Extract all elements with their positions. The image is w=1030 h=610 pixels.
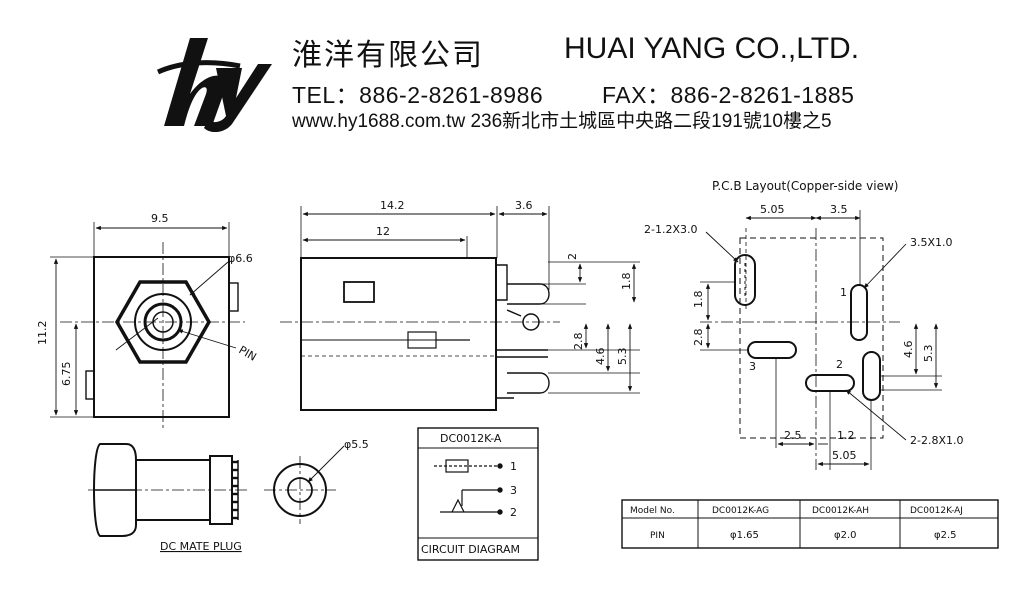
dim-front-hole: φ6.6 — [228, 252, 253, 265]
pcb-dim-1-8: 1.8 — [692, 291, 705, 309]
front-pin-label: PIN — [237, 343, 259, 363]
pcb-dim-2-8: 2.8 — [692, 329, 705, 347]
dim-side-pin-extent: 3.6 — [515, 199, 533, 212]
pcb-dim-5-05-bottom: 5.05 — [832, 449, 857, 462]
circuit-diagram-box — [417, 427, 539, 561]
website-address: www.hy1688.com.tw 236新北市土城區中央路二段191號10樓之… — [292, 111, 832, 132]
pcb-pin-2: 2 — [836, 358, 843, 371]
pcb-dim-4-6: 4.6 — [902, 341, 915, 359]
pcb-dim-5-3: 5.3 — [922, 345, 935, 363]
circuit-pin-3: 3 — [510, 484, 517, 497]
side-view — [280, 206, 640, 411]
model-table-grid — [621, 499, 999, 549]
dim-side-4-6: 4.6 — [594, 348, 607, 366]
dim-front-center: 6.75 — [60, 362, 73, 387]
fax: FAX：886-2-8261-1885 — [602, 82, 855, 108]
dim-side-5-3: 5.3 — [616, 348, 629, 366]
circuit-pin-2: 2 — [510, 506, 517, 519]
pcb-dim-1-2: 1.2 — [837, 429, 855, 442]
pcb-pin-1: 1 — [840, 286, 847, 299]
table-cell-ah: φ2.0 — [834, 530, 857, 541]
pcb-slot-label-right: 3.5X1.0 — [910, 236, 953, 249]
dc-mate-plug — [88, 443, 345, 537]
table-header-model: Model No. — [630, 506, 675, 516]
pcb-slot-label-bottom: 2-2.8X1.0 — [910, 434, 964, 447]
table-header-ah: DC0012K-AH — [812, 506, 869, 516]
dim-front-height: 11.2 — [36, 321, 49, 346]
pcb-title: P.C.B Layout(Copper-side view) — [712, 179, 898, 193]
circuit-pin-1: 1 — [510, 460, 517, 473]
dim-side-2-8: 2.8 — [572, 333, 585, 351]
pcb-dim-3-5-top: 3.5 — [830, 203, 848, 216]
circuit-caption: CIRCUIT DIAGRAM — [421, 543, 520, 556]
dim-front-width: 9.5 — [151, 212, 169, 225]
table-header-ag: DC0012K-AG — [712, 506, 769, 516]
front-view — [50, 222, 245, 430]
plug-caption: DC MATE PLUG — [160, 540, 242, 553]
dim-side-2: 2 — [566, 253, 579, 260]
table-cell-pin-label: PIN — [650, 531, 665, 541]
dim-side-body: 12 — [376, 225, 390, 238]
pcb-layout — [700, 210, 942, 470]
pcb-slot-label-left: 2-1.2X3.0 — [644, 223, 698, 236]
dim-side-1-8: 1.8 — [620, 273, 633, 291]
company-logo — [156, 38, 272, 132]
circuit-title: DC0012K-A — [440, 432, 502, 445]
pcb-dim-2-5: 2.5 — [784, 429, 802, 442]
telephone: TEL：886-2-8261-8986 — [292, 82, 544, 108]
company-name-chinese: 淮洋有限公司 — [292, 38, 484, 73]
pcb-pin-3: 3 — [749, 360, 756, 373]
pcb-dim-5-05-top: 5.05 — [760, 203, 785, 216]
table-cell-ag: φ1.65 — [730, 530, 759, 541]
table-header-aj: DC0012K-AJ — [910, 506, 963, 516]
plug-hole-dim: φ5.5 — [344, 438, 369, 451]
dim-side-total: 14.2 — [380, 199, 405, 212]
table-cell-aj: φ2.5 — [934, 530, 957, 541]
company-name-english: HUAI YANG CO.,LTD. — [564, 32, 860, 65]
